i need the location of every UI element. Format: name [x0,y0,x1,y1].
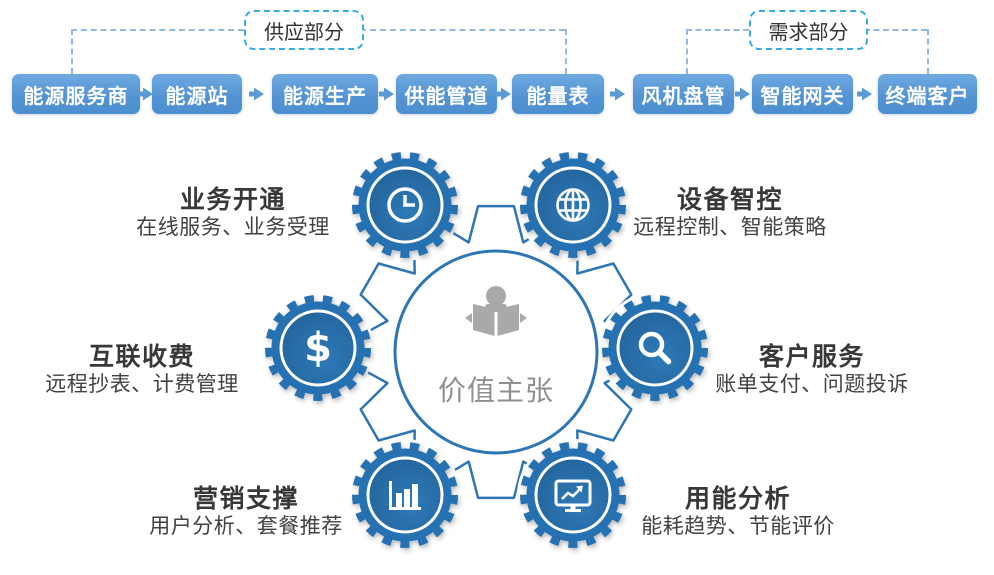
feature-title: 业务开通 [179,186,286,214]
bracket-supply-label: 供应部分 [244,10,364,50]
dashed-connector [864,29,927,31]
gear-marketing [349,439,461,551]
dashed-connector [565,29,567,74]
flow-arrow-icon [496,87,511,101]
flow-arrow-icon [735,87,750,101]
feature-customer-service: 客户服务 账单支付、问题投诉 [686,343,938,398]
feature-marketing: 营销支撑 用户分析、套餐推荐 [121,485,371,540]
center-label: 价值主张 [438,375,554,406]
flow-box-energy-production: 能源生产 [272,74,378,114]
feature-subtitle: 远程控制、智能策略 [633,216,827,239]
flow-box-end-customer: 终端客户 [878,74,977,114]
feature-device-control: 设备智控 远程控制、智能策略 [580,186,880,241]
flow-arrow-icon [857,87,872,101]
feature-title: 客户服务 [758,343,865,371]
feature-title: 营销支撑 [192,485,299,513]
value-circle [393,249,599,455]
feature-subtitle: 能耗趋势、节能评价 [641,515,835,538]
flow-arrow-icon [138,87,153,101]
gear-cluster: 价值主张 $ [0,130,994,575]
gear-device-control [517,149,629,261]
flow-arrow-icon [379,87,394,101]
dashed-connector [360,29,565,31]
clock-icon [387,187,423,223]
flow-box-energy-meter: 能量表 [512,74,604,114]
dashed-connector [686,29,749,31]
bar-chart-icon [389,481,421,510]
dashed-connector [686,29,688,74]
feature-subtitle: 在线服务、业务受理 [136,216,330,239]
feature-subtitle: 账单支付、问题投诉 [715,373,909,396]
person-reading-icon [465,286,527,336]
flow-arrow-icon [610,87,625,101]
feature-title: 设备智控 [676,186,783,214]
feature-energy-analysis: 用能分析 能耗趋势、节能评价 [613,485,863,540]
magnifier-icon [638,331,672,365]
globe-icon [556,188,590,222]
monitor-chart-icon [554,479,592,512]
dashed-connector [927,29,929,74]
feature-billing: 互联收费 远程抄表、计费管理 [16,343,268,398]
gear-energy-analysis [517,439,629,551]
gear-customer-service [599,292,711,404]
flow-box-energy-service-provider: 能源服务商 [12,74,140,114]
flow-box-energy-station: 能源站 [152,74,242,114]
flow-box-smart-gateway: 智能网关 [752,74,853,114]
gear-business-activation [349,149,461,261]
feature-subtitle: 用户分析、套餐推荐 [149,515,343,538]
feature-title: 互联收费 [88,343,195,371]
bracket-demand-label: 需求部分 [749,10,868,50]
feature-subtitle: 远程抄表、计费管理 [45,373,239,396]
dollar-icon: $ [304,325,332,371]
dashed-connector [71,29,244,31]
flow-arrow-icon [249,87,264,101]
dashed-connector [71,29,73,74]
feature-title: 用能分析 [684,485,791,513]
flow-box-fan-coil: 风机盘管 [633,74,734,114]
gear-billing: $ [262,292,374,404]
feature-business-activation: 业务开通 在线服务、业务受理 [83,186,383,241]
flow-box-supply-pipeline: 供能管道 [396,74,497,114]
